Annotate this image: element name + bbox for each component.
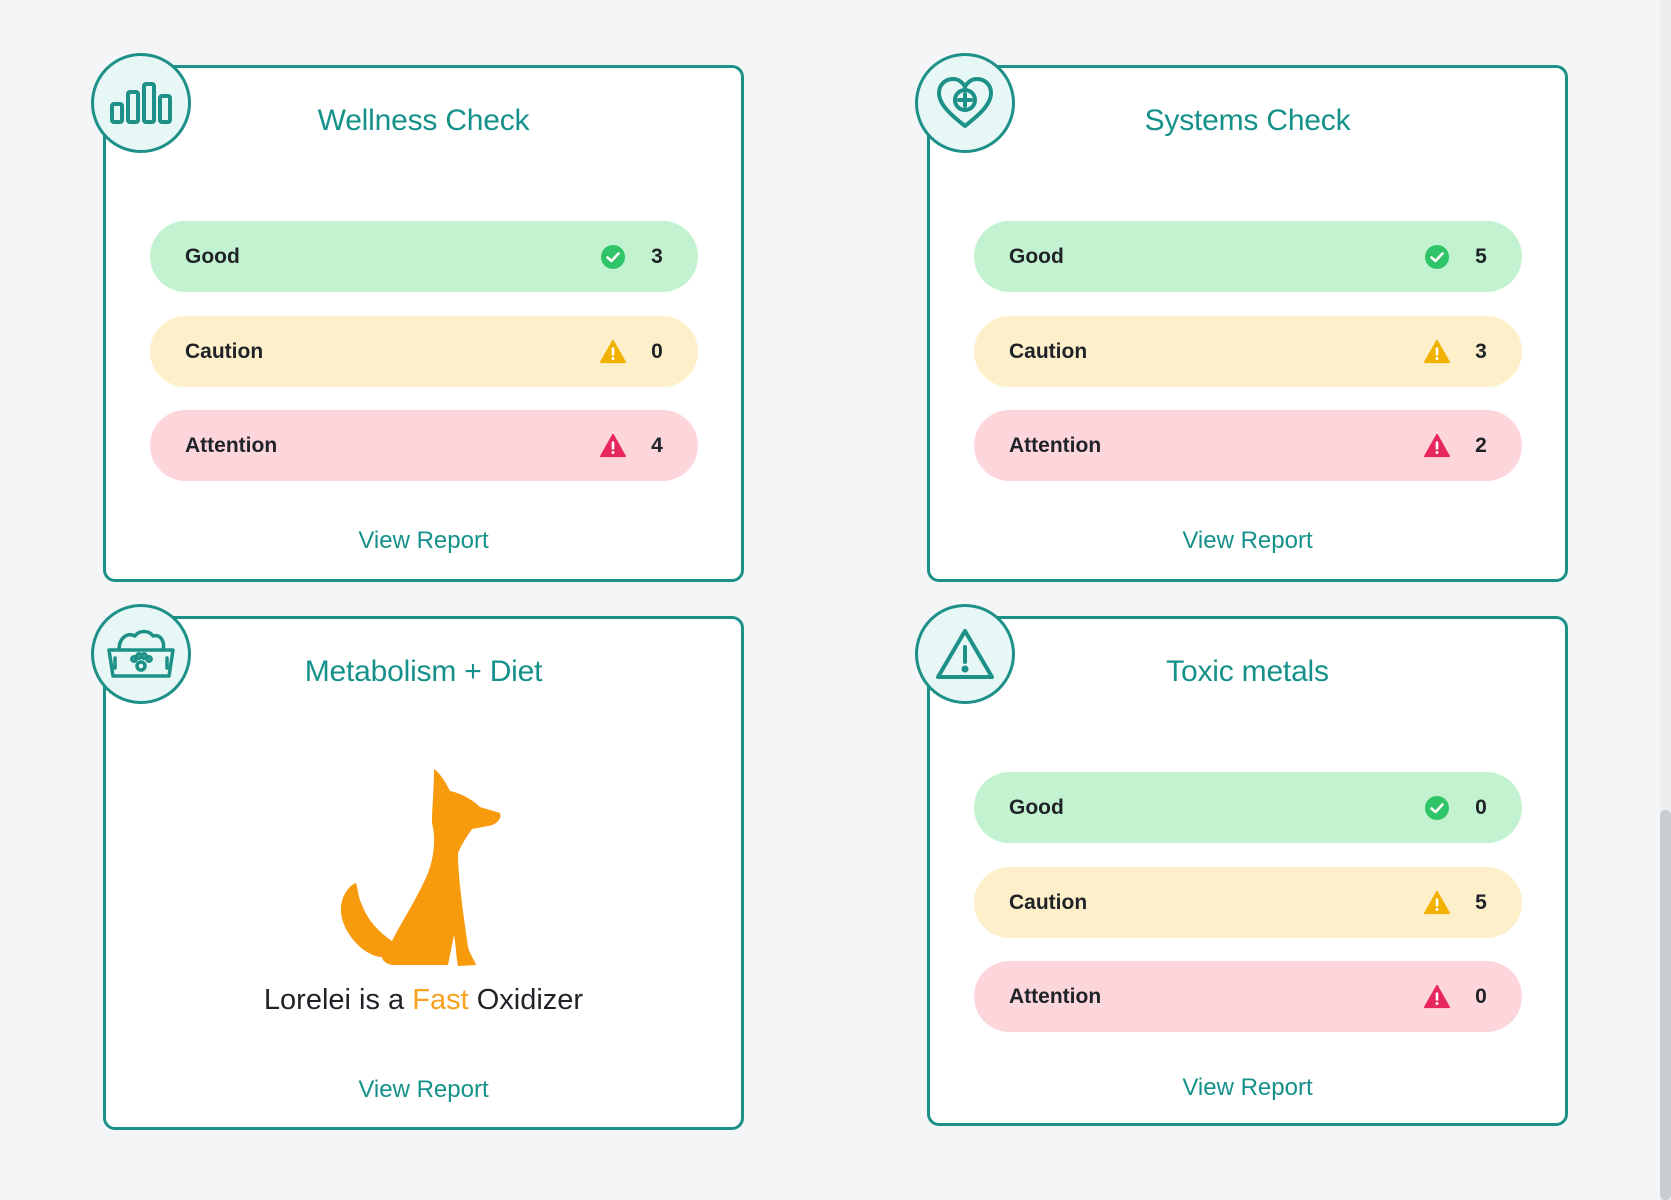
toxic-metals-card: Toxic metals Good 0 Caution 5 Attention … <box>915 604 1568 1126</box>
status-count: 3 <box>651 244 663 268</box>
status-label: Good <box>1009 795 1064 819</box>
status-label: Good <box>1009 244 1064 268</box>
view-report-link[interactable]: View Report <box>358 527 489 554</box>
warning-icon <box>1424 339 1450 365</box>
status-label: Good <box>185 244 240 268</box>
alert-icon <box>1424 433 1450 459</box>
oxidizer-speed: Fast <box>412 984 469 1016</box>
status-label: Caution <box>185 339 264 363</box>
status-label: Caution <box>1009 339 1088 363</box>
view-report-link[interactable]: View Report <box>1182 527 1313 554</box>
status-count: 0 <box>651 339 663 363</box>
status-count: 5 <box>1475 890 1487 914</box>
scrollbar-track[interactable] <box>1660 0 1671 1200</box>
card-title: Toxic metals <box>1166 655 1329 688</box>
pet-food-bowl-icon <box>91 604 191 704</box>
oxidizer-prefix: Lorelei is a <box>263 984 405 1016</box>
card-title: Wellness Check <box>317 104 530 137</box>
warning-icon <box>600 339 626 365</box>
status-count: 5 <box>1475 244 1487 268</box>
status-row-attention: Attention 2 <box>974 410 1522 481</box>
status-row-attention: Attention 4 <box>150 410 698 481</box>
warning-triangle-icon <box>915 604 1015 704</box>
systems-check-card: Systems Check Good 5 Caution 3 Attention… <box>915 53 1568 582</box>
status-count: 3 <box>1475 339 1487 363</box>
status-count: 2 <box>1475 433 1487 457</box>
status-count: 0 <box>1475 795 1487 819</box>
alert-icon <box>1424 984 1450 1010</box>
check-circle-icon <box>600 244 626 270</box>
view-report-link[interactable]: View Report <box>1182 1074 1313 1101</box>
view-report-link[interactable]: View Report <box>358 1076 489 1103</box>
status-count: 4 <box>651 433 663 457</box>
status-row-good: Good 0 <box>974 772 1522 843</box>
status-row-attention: Attention 0 <box>974 961 1522 1032</box>
status-label: Attention <box>1009 984 1102 1008</box>
check-circle-icon <box>1424 795 1450 821</box>
status-label: Caution <box>1009 890 1088 914</box>
wellness-check-card: Wellness Check Good 3 Caution 0 Attentio… <box>91 53 744 582</box>
status-label: Attention <box>1009 433 1102 457</box>
card-title: Metabolism + Diet <box>304 655 543 688</box>
heart-plus-icon <box>915 53 1015 153</box>
status-row-caution: Caution 5 <box>974 867 1522 938</box>
oxidizer-suffix: Oxidizer <box>476 984 584 1016</box>
status-row-caution: Caution 0 <box>150 316 698 387</box>
scrollbar-thumb[interactable] <box>1660 810 1671 1200</box>
warning-icon <box>1424 890 1450 916</box>
oxidizer-summary: Lorelei is a Fast Oxidizer <box>106 984 741 1017</box>
status-count: 0 <box>1475 984 1487 1008</box>
metabolism-diet-card: Metabolism + Diet Lorelei is a Fast Oxid… <box>91 604 744 1130</box>
status-row-caution: Caution 3 <box>974 316 1522 387</box>
check-circle-icon <box>1424 244 1450 270</box>
status-label: Attention <box>185 433 278 457</box>
status-row-good: Good 5 <box>974 221 1522 292</box>
status-row-good: Good 3 <box>150 221 698 292</box>
dog-silhouette-icon <box>336 769 516 974</box>
card-title: Systems Check <box>1144 104 1351 137</box>
alert-icon <box>600 433 626 459</box>
bar-chart-icon <box>91 53 191 153</box>
